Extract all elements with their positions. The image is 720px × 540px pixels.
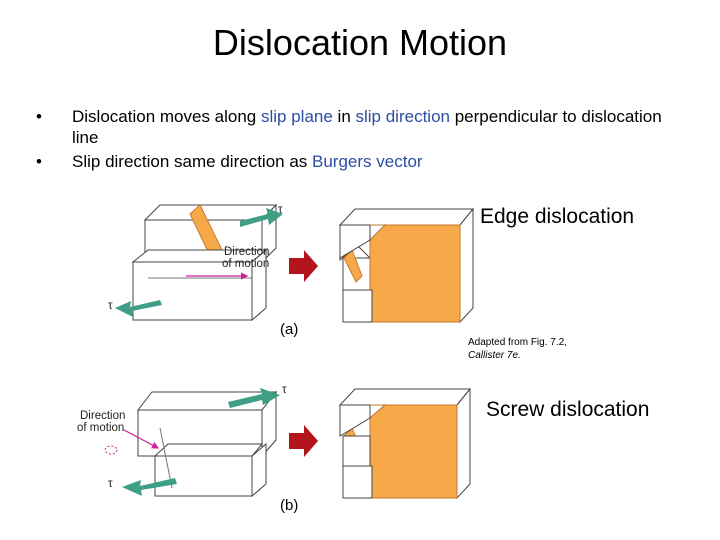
bullet-2-part-1: Slip direction same direction as: [72, 152, 313, 171]
bullet-dot: •: [36, 107, 42, 126]
tau-bottom-upper: τ: [282, 384, 287, 396]
direction-label-top-1: Direction: [224, 246, 270, 258]
motion-arrow-bottom: [123, 429, 160, 449]
bullet-dot: •: [36, 152, 42, 171]
bullet-item-1: • Dislocation moves along slip plane in …: [30, 106, 690, 148]
lower-block-side: [251, 248, 267, 322]
direction-label-bottom-1: Direction: [80, 410, 126, 422]
screw-crystal-left: [136, 390, 278, 498]
figure-credit: Adapted from Fig. 7.2, Callister 7e.: [468, 336, 567, 362]
panel-label-a: (a): [280, 321, 299, 338]
screw-right-top: [338, 388, 472, 406]
slide-title: Dislocation Motion: [212, 22, 508, 63]
red-arrow-bottom: [289, 425, 318, 457]
shear-arrow-bottom-lower: [122, 478, 177, 496]
bullet-text-2: Slip direction same direction as Burgers…: [72, 152, 423, 171]
screw-crystal-right: [338, 387, 472, 500]
screw-right-side: [456, 387, 471, 500]
screw-lower-side: [251, 442, 267, 498]
direction-label-top-2: of motion: [222, 258, 270, 270]
shear-arrow-bottom-upper: [228, 388, 280, 408]
direction-label-bottom-2: of motion: [77, 422, 125, 434]
credit-line-1: Adapted from Fig. 7.2,: [468, 337, 567, 348]
bullet-1-part-4: slip direction: [355, 107, 451, 126]
tau-top-upper: τ: [278, 204, 283, 216]
screw-dislocation-heading: Screw dislocation: [486, 398, 650, 421]
bullet-text-1: Dislocation moves along slip plane in sl…: [72, 107, 662, 147]
bullet-1-part-1: Dislocation moves along: [72, 107, 261, 126]
shear-arrow-top-upper: [240, 208, 283, 227]
tau-top-lower: τ: [108, 300, 113, 312]
tau-bottom-lower: τ: [108, 478, 113, 490]
right-block-top: [338, 208, 475, 226]
edge-crystal-right: [338, 207, 475, 324]
screw-dislocation-line: [159, 427, 173, 489]
lower-block-front: [132, 261, 253, 321]
bullet-1-part-3: in: [332, 107, 356, 126]
bullet-item-2: • Slip direction same direction as Burge…: [30, 151, 690, 172]
screw-orange-front: [369, 404, 458, 499]
bullet-list: • Dislocation moves along slip plane in …: [30, 106, 690, 175]
credit-line-2: Callister 7e.: [468, 350, 521, 361]
bullet-1-part-5: perpendicular to dislocation line: [72, 107, 662, 147]
orange-front-face: [369, 224, 461, 323]
right-block-side: [459, 207, 474, 324]
bullet-2-part-2: Burgers vector: [312, 152, 423, 171]
front-lower-left: [342, 289, 373, 323]
edge-dislocation-heading: Edge dislocation: [480, 205, 635, 228]
motion-curl-icon: [104, 445, 118, 455]
screw-lower-top: [153, 443, 264, 457]
shear-arrow-top-lower: [115, 300, 162, 317]
bullet-1-part-2: slip plane: [260, 107, 333, 126]
red-arrow-top: [289, 250, 318, 282]
panel-label-b: (b): [280, 497, 299, 514]
